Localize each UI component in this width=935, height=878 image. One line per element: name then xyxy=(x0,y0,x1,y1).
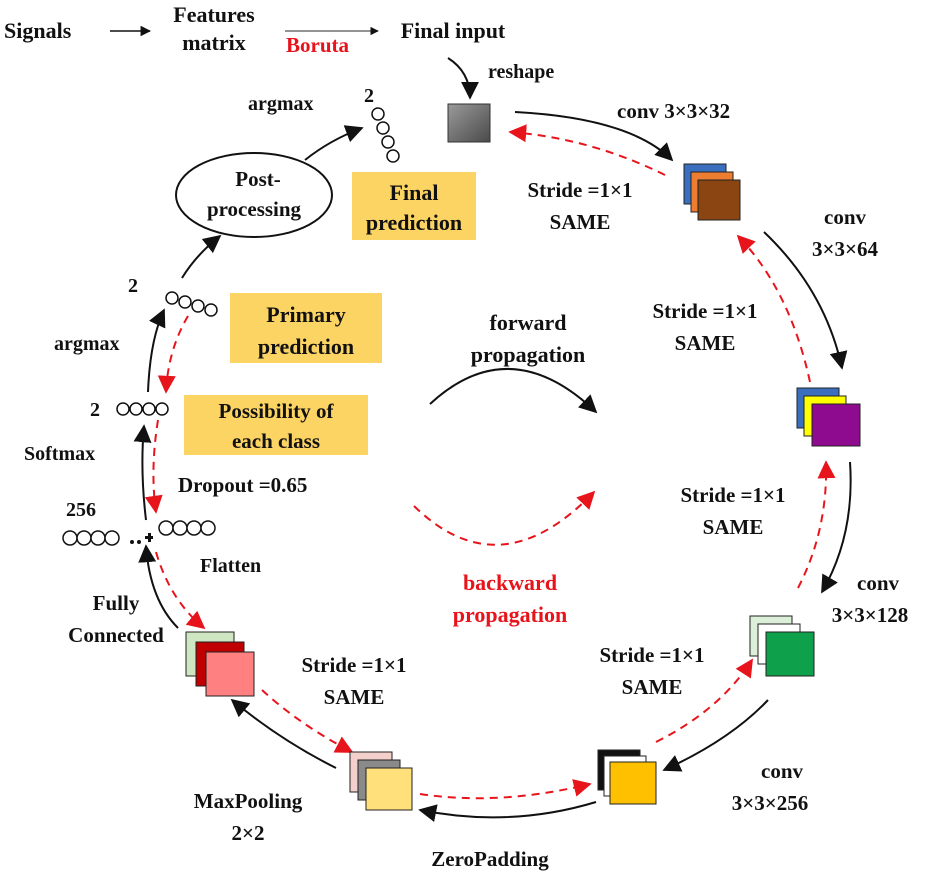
argmax-count-2: 2 xyxy=(128,275,138,297)
softmax-label: Softmax xyxy=(24,443,95,465)
possibility-line1: Possibility of xyxy=(219,399,335,423)
conv3-feature-maps xyxy=(749,615,815,677)
flatten-label: Flatten xyxy=(200,555,261,577)
stride5-line1: Stride =1×1 xyxy=(301,653,406,677)
bwd-arrow-conv4-conv3 xyxy=(655,658,753,743)
features-label-line2: matrix xyxy=(182,30,246,55)
argmax-top-label: argmax xyxy=(248,93,314,115)
conv2-label-line1: conv xyxy=(824,205,867,229)
dropout-label: Dropout =0.65 xyxy=(178,473,307,497)
stride2-line1: Stride =1×1 xyxy=(652,299,757,323)
dense-count-256: 256 xyxy=(66,499,96,521)
forward-label-line1: forward xyxy=(490,310,567,335)
final-prediction-box xyxy=(352,172,476,240)
stride4-line2: SAME xyxy=(622,675,683,699)
fwd-arrow-input-conv1 xyxy=(514,111,674,162)
softmax-neurons xyxy=(116,402,169,416)
conv3-label-line2: 3×3×128 xyxy=(832,603,908,627)
primary-prediction-line1: Primary xyxy=(266,302,345,327)
backward-propagation-arrow xyxy=(413,490,596,546)
bwd-arrow-argmax-softmax xyxy=(157,315,189,394)
fwd-arrow-conv4-zeropad xyxy=(418,801,597,822)
fwd-arrow-conv2-conv3 xyxy=(821,461,852,594)
conv2-label-line2: 3×3×64 xyxy=(812,237,878,261)
fwd-arrow-conv3-conv4 xyxy=(662,699,769,772)
conv2-feature-maps xyxy=(796,387,861,447)
post-processing-label-line1: Post- xyxy=(235,167,281,191)
conv1-label: conv 3×3×32 xyxy=(617,99,730,123)
stride2-line2: SAME xyxy=(675,331,736,355)
forward-propagation-arrow xyxy=(429,367,598,414)
possibility-line2: each class xyxy=(232,429,320,453)
post-processing-label-line2: processing xyxy=(207,197,302,221)
final-prediction-line1: Final xyxy=(390,180,439,205)
backward-label-line2: propagation xyxy=(453,602,568,627)
post-processing-node xyxy=(175,152,333,238)
primary-prediction-box xyxy=(230,293,382,363)
fwd-arrow-softmax-argmax xyxy=(147,308,166,393)
stride1-line2: SAME xyxy=(550,210,611,234)
stride3-line1: Stride =1×1 xyxy=(680,483,785,507)
backward-label-line1: backward xyxy=(463,570,557,595)
argmax-left-label: argmax xyxy=(54,333,120,355)
stride1-line1: Stride =1×1 xyxy=(527,178,632,202)
fwd-arrow-flatten-softmax xyxy=(133,424,152,521)
fully-connected-label-line2: Connected xyxy=(68,623,164,647)
top-output-neurons xyxy=(371,107,400,163)
bwd-arrow-zeropad-conv4 xyxy=(419,779,592,800)
fwd-arrow-fc-flatten xyxy=(138,544,179,629)
fwd-arrow-conv1-conv2 xyxy=(763,231,848,370)
possibility-box xyxy=(184,395,368,455)
signals-label: Signals xyxy=(4,18,72,43)
bwd-arrow-softmax-flatten xyxy=(144,419,163,514)
conv4-label-line2: 3×3×256 xyxy=(732,791,808,815)
top-count-2: 2 xyxy=(364,85,374,107)
bwd-arrow-flatten-fc xyxy=(155,551,206,630)
fully-connected-label-line1: Fully xyxy=(93,591,140,615)
input-tensor xyxy=(447,103,491,143)
reshape-arrow xyxy=(447,57,479,100)
bwd-arrow-conv2-conv1 xyxy=(736,234,811,383)
fwd-arrow-argmax-postproc xyxy=(181,234,222,279)
boruta-label: Boruta xyxy=(286,33,350,57)
conv3-label-line1: conv xyxy=(857,571,900,595)
conv4-feature-maps xyxy=(597,749,657,805)
final-prediction-line2: prediction xyxy=(366,210,462,235)
zeropadding-label: ZeroPadding xyxy=(431,847,549,871)
reshape-label: reshape xyxy=(488,61,554,83)
forward-label-line2: propagation xyxy=(471,342,586,367)
maxpool-feature-maps xyxy=(349,751,413,811)
argmax-neurons xyxy=(165,291,218,317)
bwd-arrow-conv3-conv2 xyxy=(797,460,836,589)
maxpool-label-line1: MaxPooling xyxy=(194,789,303,813)
flatten-neurons xyxy=(158,520,216,536)
softmax-count-2: 2 xyxy=(90,399,100,421)
fwd-arrow-zeropad-maxpool xyxy=(230,698,337,769)
fully-connected-feature-maps xyxy=(185,631,255,697)
stride5-line2: SAME xyxy=(324,685,385,709)
conv1-feature-maps xyxy=(683,163,741,221)
features-label-line1: Features xyxy=(173,2,255,27)
stride3-line2: SAME xyxy=(703,515,764,539)
conv4-label-line1: conv xyxy=(761,759,804,783)
dense-ellipsis xyxy=(130,533,153,544)
dense-256-neurons xyxy=(62,530,120,546)
stride4-line1: Stride =1×1 xyxy=(599,643,704,667)
bwd-arrow-conv1-input xyxy=(508,124,666,176)
primary-prediction-line2: prediction xyxy=(258,334,354,359)
final-input-label: Final input xyxy=(401,18,506,43)
maxpool-label-line2: 2×2 xyxy=(232,821,265,845)
fwd-arrow-postproc-final xyxy=(304,125,364,161)
